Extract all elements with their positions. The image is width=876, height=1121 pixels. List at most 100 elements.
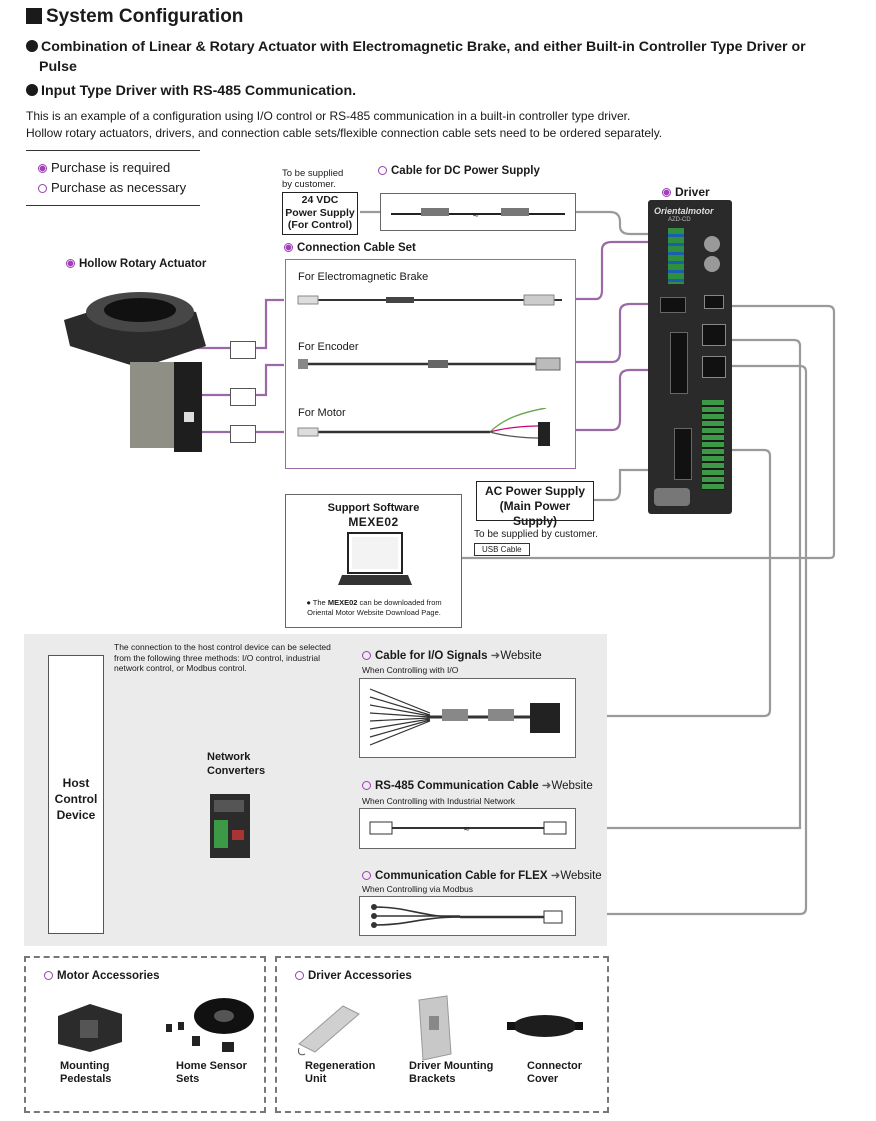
- rs485-cable-image: ≈: [369, 821, 567, 835]
- legend-bottom-rule: [26, 205, 200, 206]
- rj45-port-2: [702, 356, 726, 378]
- encoder-wire: [574, 302, 668, 364]
- actuator-label: Hollow Rotary Actuator: [66, 258, 206, 270]
- dc-cable-box: ≈: [380, 193, 576, 231]
- ac-port: [674, 428, 692, 480]
- usb-cable-tag: USB Cable: [474, 543, 530, 556]
- open-circle-icon: [44, 971, 53, 980]
- driver-label: Driver: [662, 185, 710, 199]
- driver-model: AZD-CD: [668, 217, 691, 223]
- motor-port: [670, 332, 688, 394]
- switch-dial-2: [704, 256, 720, 272]
- act-brake-wire: [255, 298, 284, 350]
- brake-wire: [574, 240, 668, 301]
- bullet-icon: [26, 84, 38, 96]
- page-title: System Configuration: [26, 6, 243, 28]
- encoder-connector: [230, 388, 256, 406]
- home-sensor-set-image: [166, 998, 254, 1052]
- open-circle-icon: [362, 651, 371, 660]
- software-name: MEXE02: [348, 515, 399, 529]
- driver-mounting-bracket-image: [418, 995, 452, 1061]
- open-circle-icon: [38, 184, 47, 193]
- io-connector: [702, 400, 724, 490]
- subtitle-2: Input Type Driver with RS-485 Communicat…: [26, 82, 356, 101]
- flex-cable-box: [359, 896, 576, 936]
- svg-text:≈: ≈: [464, 824, 470, 835]
- cable-set-box: For Electromagnetic Brake For Encoder Fo…: [285, 259, 576, 469]
- driver-unit: Orientalmotor AZD-CD: [648, 200, 732, 514]
- ac-supply-note: To be supplied by customer.: [474, 529, 598, 540]
- brake-connector: [230, 341, 256, 359]
- intro-line-1: This is an example of a configuration us…: [26, 109, 631, 123]
- open-circle-icon: [295, 971, 304, 980]
- filled-circle-icon: [38, 164, 47, 173]
- open-circle-icon: [378, 166, 387, 175]
- usb-wire: [460, 304, 836, 560]
- svg-text:≈: ≈: [473, 210, 479, 221]
- flex-cable-image: [371, 904, 563, 928]
- filled-circle-icon: [66, 259, 75, 268]
- motor-cable-image: [297, 408, 550, 446]
- intro-line-2: Hollow rotary actuators, drivers, and co…: [26, 126, 663, 140]
- rs485-cable-box: ≈: [359, 808, 576, 849]
- open-circle-icon: [362, 781, 371, 790]
- motor-accessories-title: Motor Accessories: [44, 970, 159, 982]
- rs485-cable-note: When Controlling with Industrial Network: [362, 796, 516, 806]
- flex-cable-website-link[interactable]: Website: [560, 870, 602, 882]
- host-note: The connection to the host control devic…: [114, 642, 331, 673]
- support-software-box: Support Software MEXE02 ● The MEXE02 can…: [285, 494, 462, 628]
- io-cable-label: Cable for I/O Signals ➜Website: [362, 648, 542, 662]
- dc-cable-label: Cable for DC Power Supply: [378, 165, 540, 177]
- cable-set-label: Connection Cable Set: [284, 242, 416, 254]
- rj45-port-1: [702, 324, 726, 346]
- software-title: Support Software: [327, 502, 420, 514]
- connector-cover-image: [507, 1015, 583, 1037]
- motor-connector: [230, 425, 256, 443]
- hollow-rotary-actuator-image: [64, 292, 206, 452]
- dc-wire-b: [574, 210, 668, 236]
- regeneration-unit-image: [298, 1005, 360, 1056]
- encoder-cable-label: For Encoder: [298, 341, 359, 353]
- rs485-cable-website-link[interactable]: Website: [551, 780, 593, 792]
- io-wire: [574, 448, 772, 718]
- dc-cable-image: ≈: [391, 208, 565, 221]
- legend-optional: Purchase as necessary: [38, 180, 186, 195]
- ac-wire: [594, 468, 668, 502]
- laptop-icon: [338, 532, 412, 585]
- legend-required: Purchase is required: [38, 160, 170, 175]
- network-converter-image: [210, 794, 250, 858]
- subtitle-1: Combination of Linear & Rotary Actuator …: [26, 38, 806, 57]
- ac-power-supply-box: AC Power Supply(Main Power Supply): [476, 481, 594, 528]
- driver-accessories-title: Driver Accessories: [295, 970, 412, 982]
- brake-cable-image: [297, 294, 562, 306]
- rs485-cable-label: RS-485 Communication Cable ➜Website: [362, 778, 593, 792]
- encoder-cable-image: [298, 357, 561, 371]
- io-cable-image: [369, 688, 560, 746]
- usb-port: [704, 295, 724, 309]
- filled-circle-icon: [284, 243, 293, 252]
- power-connector: [668, 228, 684, 284]
- switch-dial: [704, 236, 720, 252]
- motor-wire: [574, 368, 668, 432]
- flex-cable-note: When Controlling via Modbus: [362, 884, 474, 894]
- rs485-wire: [574, 338, 802, 830]
- ground-terminal: [654, 488, 690, 506]
- io-cable-box: [359, 678, 576, 758]
- flex-cable-label: Communication Cable for FLEX ➜Website: [362, 868, 602, 882]
- io-cable-note: When Controlling with I/O: [362, 665, 459, 675]
- legend-top-rule: [26, 150, 200, 151]
- open-circle-icon: [362, 871, 371, 880]
- driver-brand: Orientalmotor: [654, 206, 714, 216]
- io-cable-website-link[interactable]: Website: [500, 650, 542, 662]
- mounting-pedestal-image: [58, 1004, 122, 1052]
